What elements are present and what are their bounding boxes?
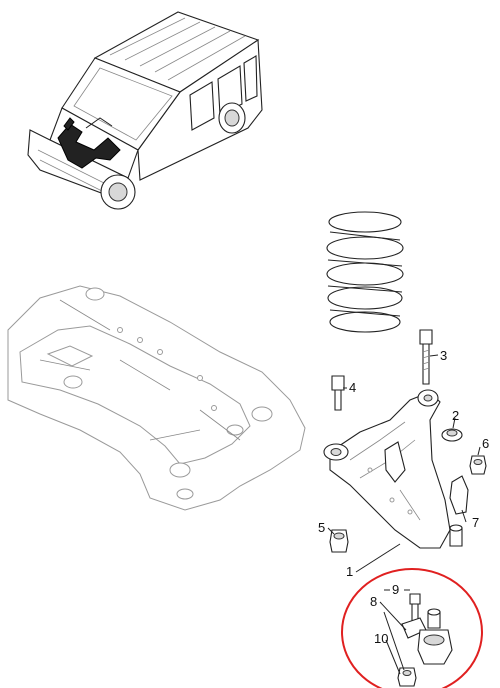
callout-10: 10 [374, 631, 388, 646]
nut-5 [329, 529, 349, 553]
leader-lines [327, 354, 481, 675]
callout-6: 6 [482, 436, 489, 451]
bolt-3 [419, 329, 433, 385]
coil-spring-illustration [326, 211, 404, 333]
bolt-4 [331, 375, 345, 411]
van-illustration [27, 11, 263, 210]
callout-labels: 1 2 3 4 5 6 7 8 9 10 [318, 348, 489, 646]
nut-6 [469, 455, 487, 475]
subframe-illustration [7, 285, 306, 511]
callout-7: 7 [472, 515, 479, 530]
callout-5: 5 [318, 520, 325, 535]
lower-control-arm-illustration [323, 389, 463, 549]
callout-3: 3 [440, 348, 447, 363]
callout-9: 9 [392, 582, 399, 597]
bushing-2 [441, 428, 463, 442]
callout-1: 1 [346, 564, 353, 579]
callout-2: 2 [452, 408, 459, 423]
highlight-ring [341, 568, 483, 688]
bracket-7 [449, 475, 469, 515]
callout-4: 4 [349, 380, 356, 395]
callout-8: 8 [370, 594, 377, 609]
ball-joint-illustration [397, 593, 453, 687]
